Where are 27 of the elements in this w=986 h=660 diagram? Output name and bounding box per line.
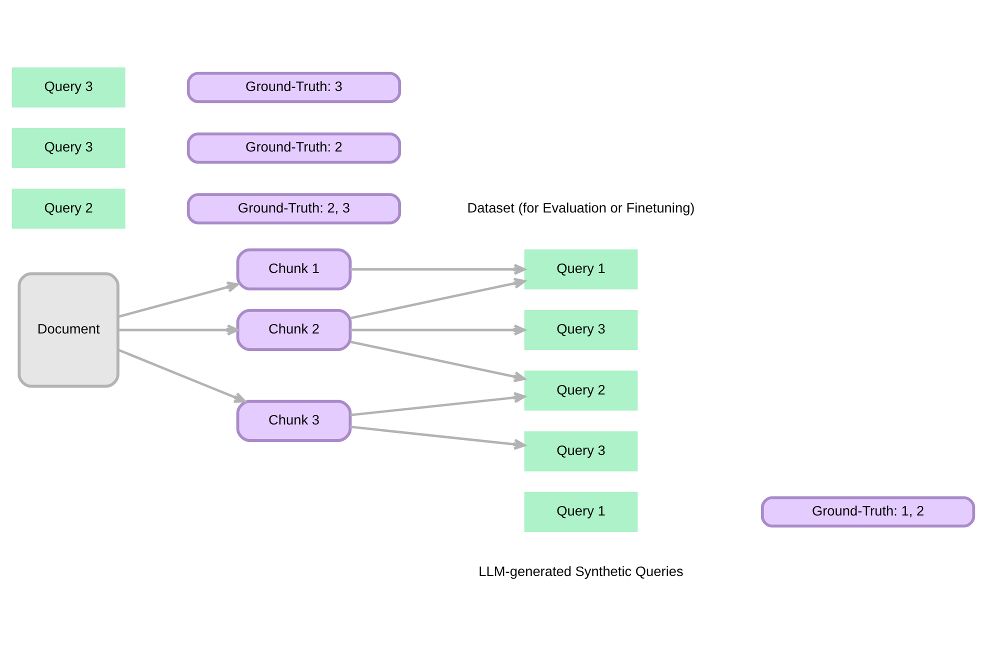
arrow: [350, 426, 526, 450]
node-box: Query 2: [12, 188, 126, 229]
arrow: [118, 282, 239, 318]
node-box: Chunk 1: [236, 248, 352, 290]
node-box: Document: [18, 272, 120, 388]
node-box: Query 3: [524, 431, 638, 472]
arrow: [350, 392, 526, 416]
label: Dataset (for Evaluation or Finetuning): [467, 200, 695, 216]
node-box: Query 3: [12, 67, 126, 108]
node-box: Query 3: [524, 310, 638, 350]
node-box: Ground-Truth: 2: [186, 132, 402, 164]
arrow: [350, 324, 526, 336]
node-box: Ground-Truth: 2, 3: [186, 193, 402, 224]
node-box: Chunk 3: [236, 400, 352, 442]
arrow: [118, 324, 239, 336]
node-box: Query 3: [12, 128, 126, 168]
node-box: Query 2: [524, 370, 638, 411]
node-box: Chunk 2: [236, 308, 352, 352]
node-box: Query 1: [524, 492, 638, 532]
arrow: [350, 278, 526, 320]
arrow: [350, 340, 526, 382]
label: LLM-generated Synthetic Queries: [478, 564, 684, 580]
node-box: Query 1: [524, 249, 638, 290]
arrow: [350, 264, 526, 275]
node-box: Ground-Truth: 3: [186, 72, 402, 104]
arrow: [118, 348, 246, 403]
node-box: Ground-Truth: 1, 2: [760, 496, 976, 528]
